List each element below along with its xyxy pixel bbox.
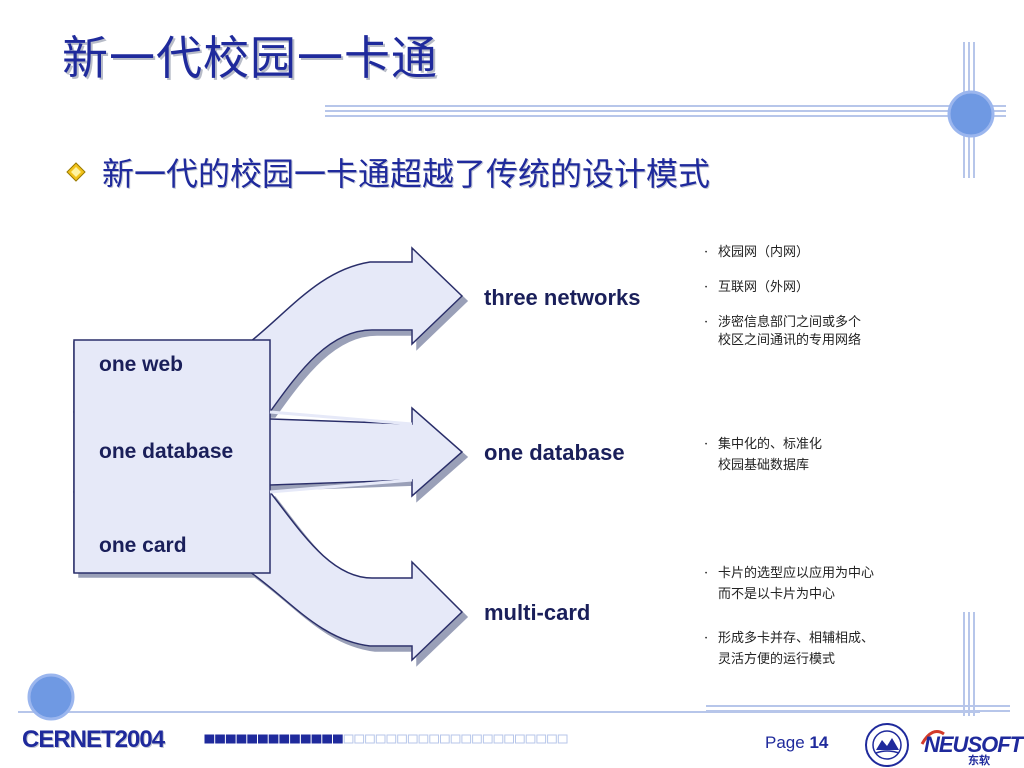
progress-square-empty xyxy=(536,734,547,744)
progress-square-empty xyxy=(343,734,354,744)
progress-square-empty xyxy=(440,734,450,744)
progress-square-filled xyxy=(225,734,236,744)
progress-square-empty xyxy=(407,734,418,744)
accent-circle-top xyxy=(947,90,995,138)
page-indicator: Page 14 xyxy=(765,733,829,752)
neusoft-logo-text: NEUSOFT xyxy=(924,732,1023,757)
slide-progress-bar xyxy=(204,734,568,744)
progress-square-filled xyxy=(204,734,215,744)
progress-square-filled xyxy=(279,734,290,744)
bullet-text: 新一代的校园一卡通超越了传统的设计模式 xyxy=(102,155,711,193)
progress-square-filled xyxy=(311,734,322,744)
progress-square-empty xyxy=(525,734,536,744)
progress-square-empty xyxy=(515,734,525,744)
progress-square-filled xyxy=(247,734,257,744)
progress-square-empty xyxy=(461,734,472,744)
right-label-networks: three networks xyxy=(484,285,641,310)
progress-square-empty xyxy=(386,734,397,744)
left-item-web: one web xyxy=(99,353,184,376)
progress-square-empty xyxy=(397,734,407,744)
progress-square-empty xyxy=(482,734,493,744)
university-seal-icon xyxy=(865,723,909,767)
progress-square-filled xyxy=(322,734,333,744)
progress-square-empty xyxy=(418,734,429,744)
progress-square-empty xyxy=(354,734,365,744)
progress-square-empty xyxy=(557,734,568,744)
progress-square-filled xyxy=(290,734,300,744)
right-label-database: one database xyxy=(484,440,625,465)
right-label-multicard: multi-card xyxy=(484,600,591,625)
progress-square-filled xyxy=(236,734,247,744)
slide-title: 新一代校园一卡通 xyxy=(62,31,438,85)
progress-square-empty xyxy=(504,734,514,744)
progress-square-empty xyxy=(450,734,461,744)
progress-square-empty xyxy=(429,734,440,744)
progress-square-filled xyxy=(215,734,225,744)
left-item-card: one card xyxy=(99,534,187,557)
progress-square-empty xyxy=(375,734,386,744)
neusoft-logo-subtext: 东软 xyxy=(968,754,990,767)
progress-square-filled xyxy=(268,734,279,744)
progress-square-empty xyxy=(365,734,375,744)
progress-square-filled xyxy=(300,734,311,744)
neusoft-logo-icon xyxy=(920,730,945,745)
footer-brand: CERNET2004 xyxy=(22,726,165,753)
progress-square-filled xyxy=(333,734,343,744)
progress-square-filled xyxy=(258,734,268,744)
left-item-database: one database xyxy=(99,440,234,463)
progress-square-empty xyxy=(547,734,557,744)
progress-square-empty xyxy=(493,734,504,744)
accent-circle-bottom xyxy=(27,673,75,721)
bullet-diamond-icon xyxy=(66,162,86,182)
progress-square-empty xyxy=(472,734,482,744)
